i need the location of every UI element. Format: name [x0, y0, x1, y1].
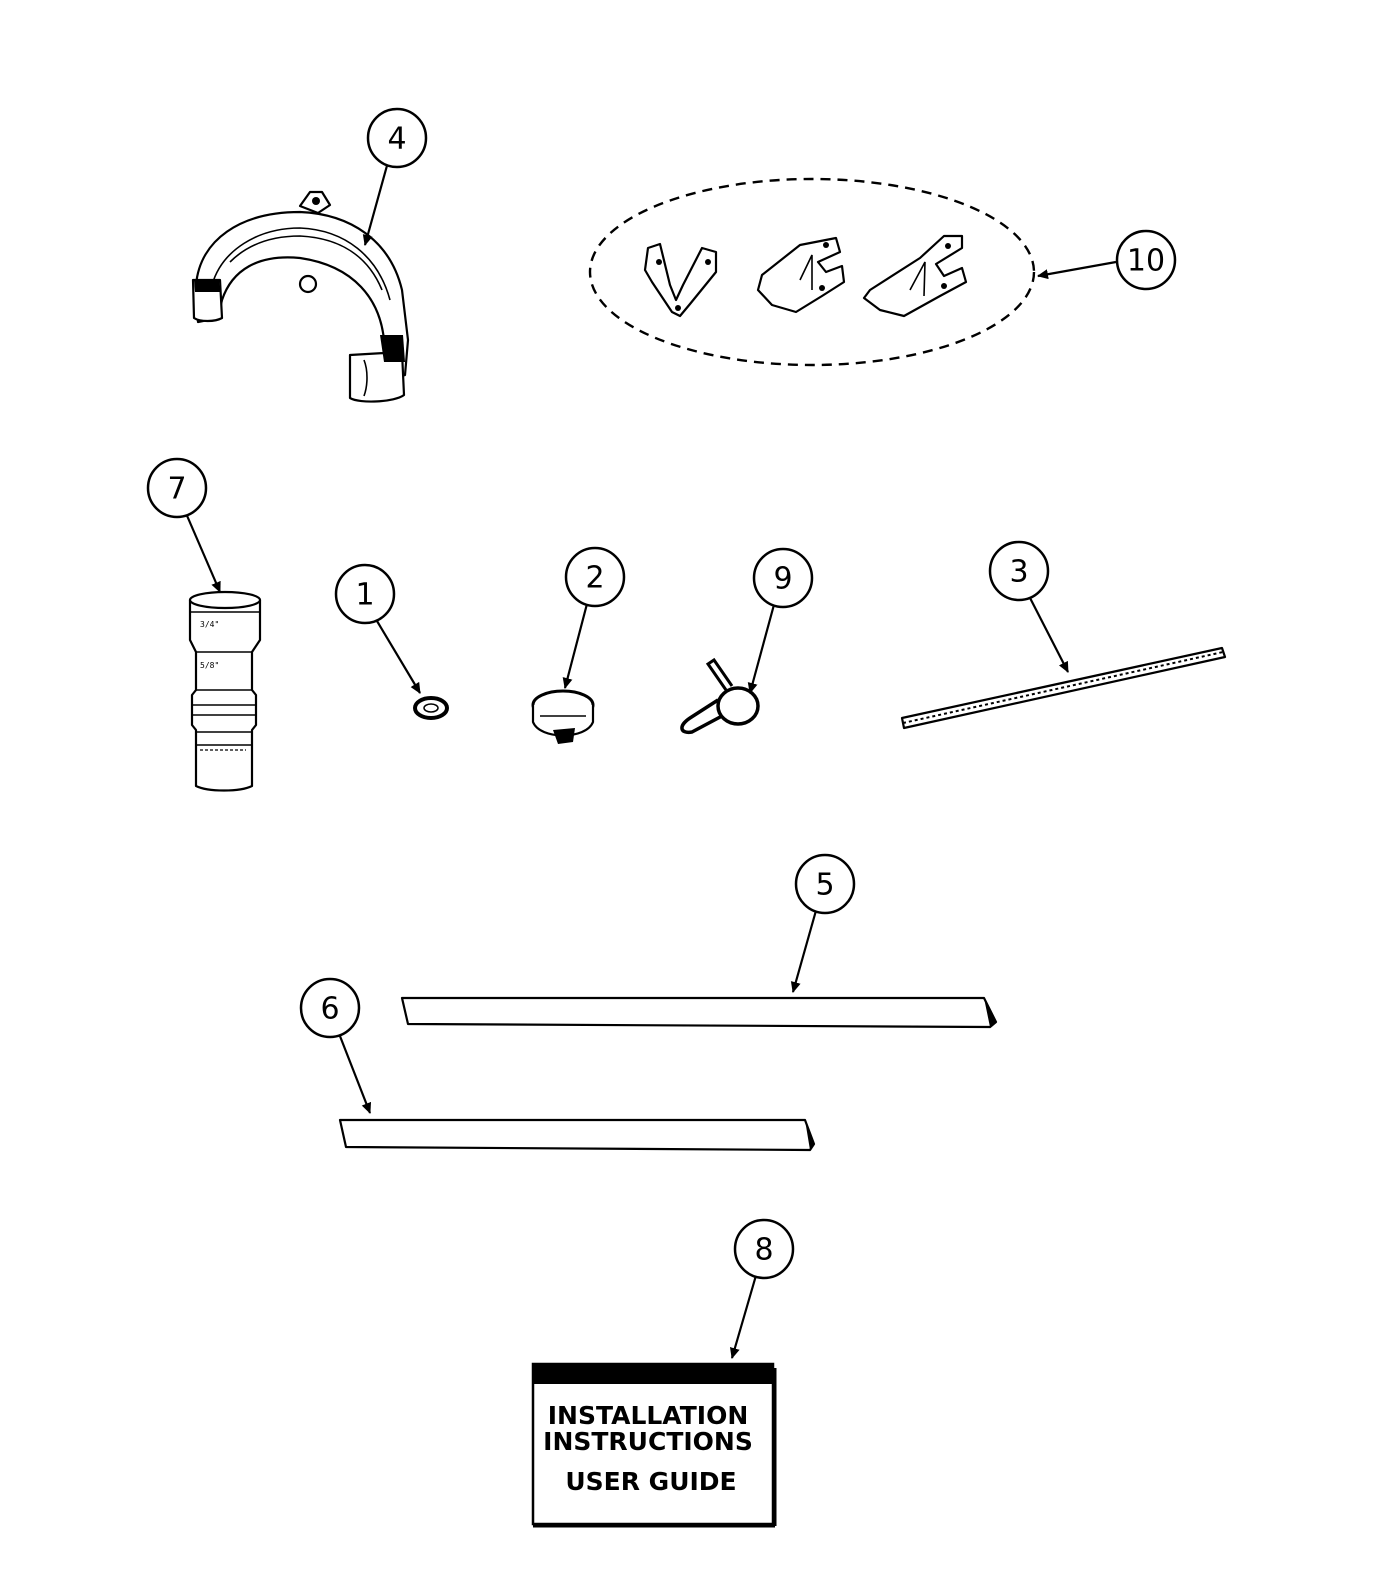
callout-5-label: 5	[815, 868, 834, 903]
part-3-threaded-rod	[900, 646, 1227, 730]
callout-10: 10	[1037, 229, 1177, 291]
callout-5: 5	[790, 853, 856, 993]
callout-6-label: 6	[320, 992, 339, 1027]
callout-2: 2	[562, 546, 626, 689]
callout-4-label: 4	[387, 122, 406, 157]
callout-3-label: 3	[1009, 555, 1028, 590]
manual-title-line-1: INSTALLATION	[548, 1401, 749, 1430]
callout-9: 9	[747, 547, 814, 694]
callout-6: 6	[299, 977, 372, 1114]
adapter-mark-upper: 3/4"	[200, 620, 219, 629]
part-2-hose-clamp	[531, 689, 595, 744]
callout-3: 3	[988, 540, 1069, 673]
manual-title-line-3: USER GUIDE	[565, 1467, 736, 1496]
callout-2-label: 2	[585, 561, 604, 596]
callout-9-label: 9	[773, 562, 792, 597]
callout-7: 7	[146, 457, 222, 593]
callout-7-label: 7	[167, 472, 186, 507]
callout-1-label: 1	[355, 578, 374, 613]
part-9-spring-clamp	[680, 657, 760, 735]
adapter-mark-middle: 5/8"	[200, 661, 219, 670]
part-4-hose-bracket	[191, 190, 410, 403]
callout-8: 8	[729, 1218, 795, 1359]
manual-title-line-2: INSTRUCTIONS	[543, 1427, 753, 1456]
part-10-clip-set	[588, 177, 1036, 367]
callout-4: 4	[362, 107, 428, 246]
callout-10-label: 10	[1127, 244, 1165, 279]
part-1-washer	[413, 696, 449, 720]
callout-1: 1	[334, 563, 421, 694]
part-5-long-strip	[400, 996, 998, 1029]
part-8-installation-manual: INSTALLATION INSTRUCTIONS USER GUIDE	[531, 1362, 777, 1528]
part-6-short-strip	[338, 1118, 816, 1152]
callout-8-label: 8	[754, 1233, 773, 1268]
part-7-hose-adapter: 3/4" 5/8"	[188, 590, 262, 792]
